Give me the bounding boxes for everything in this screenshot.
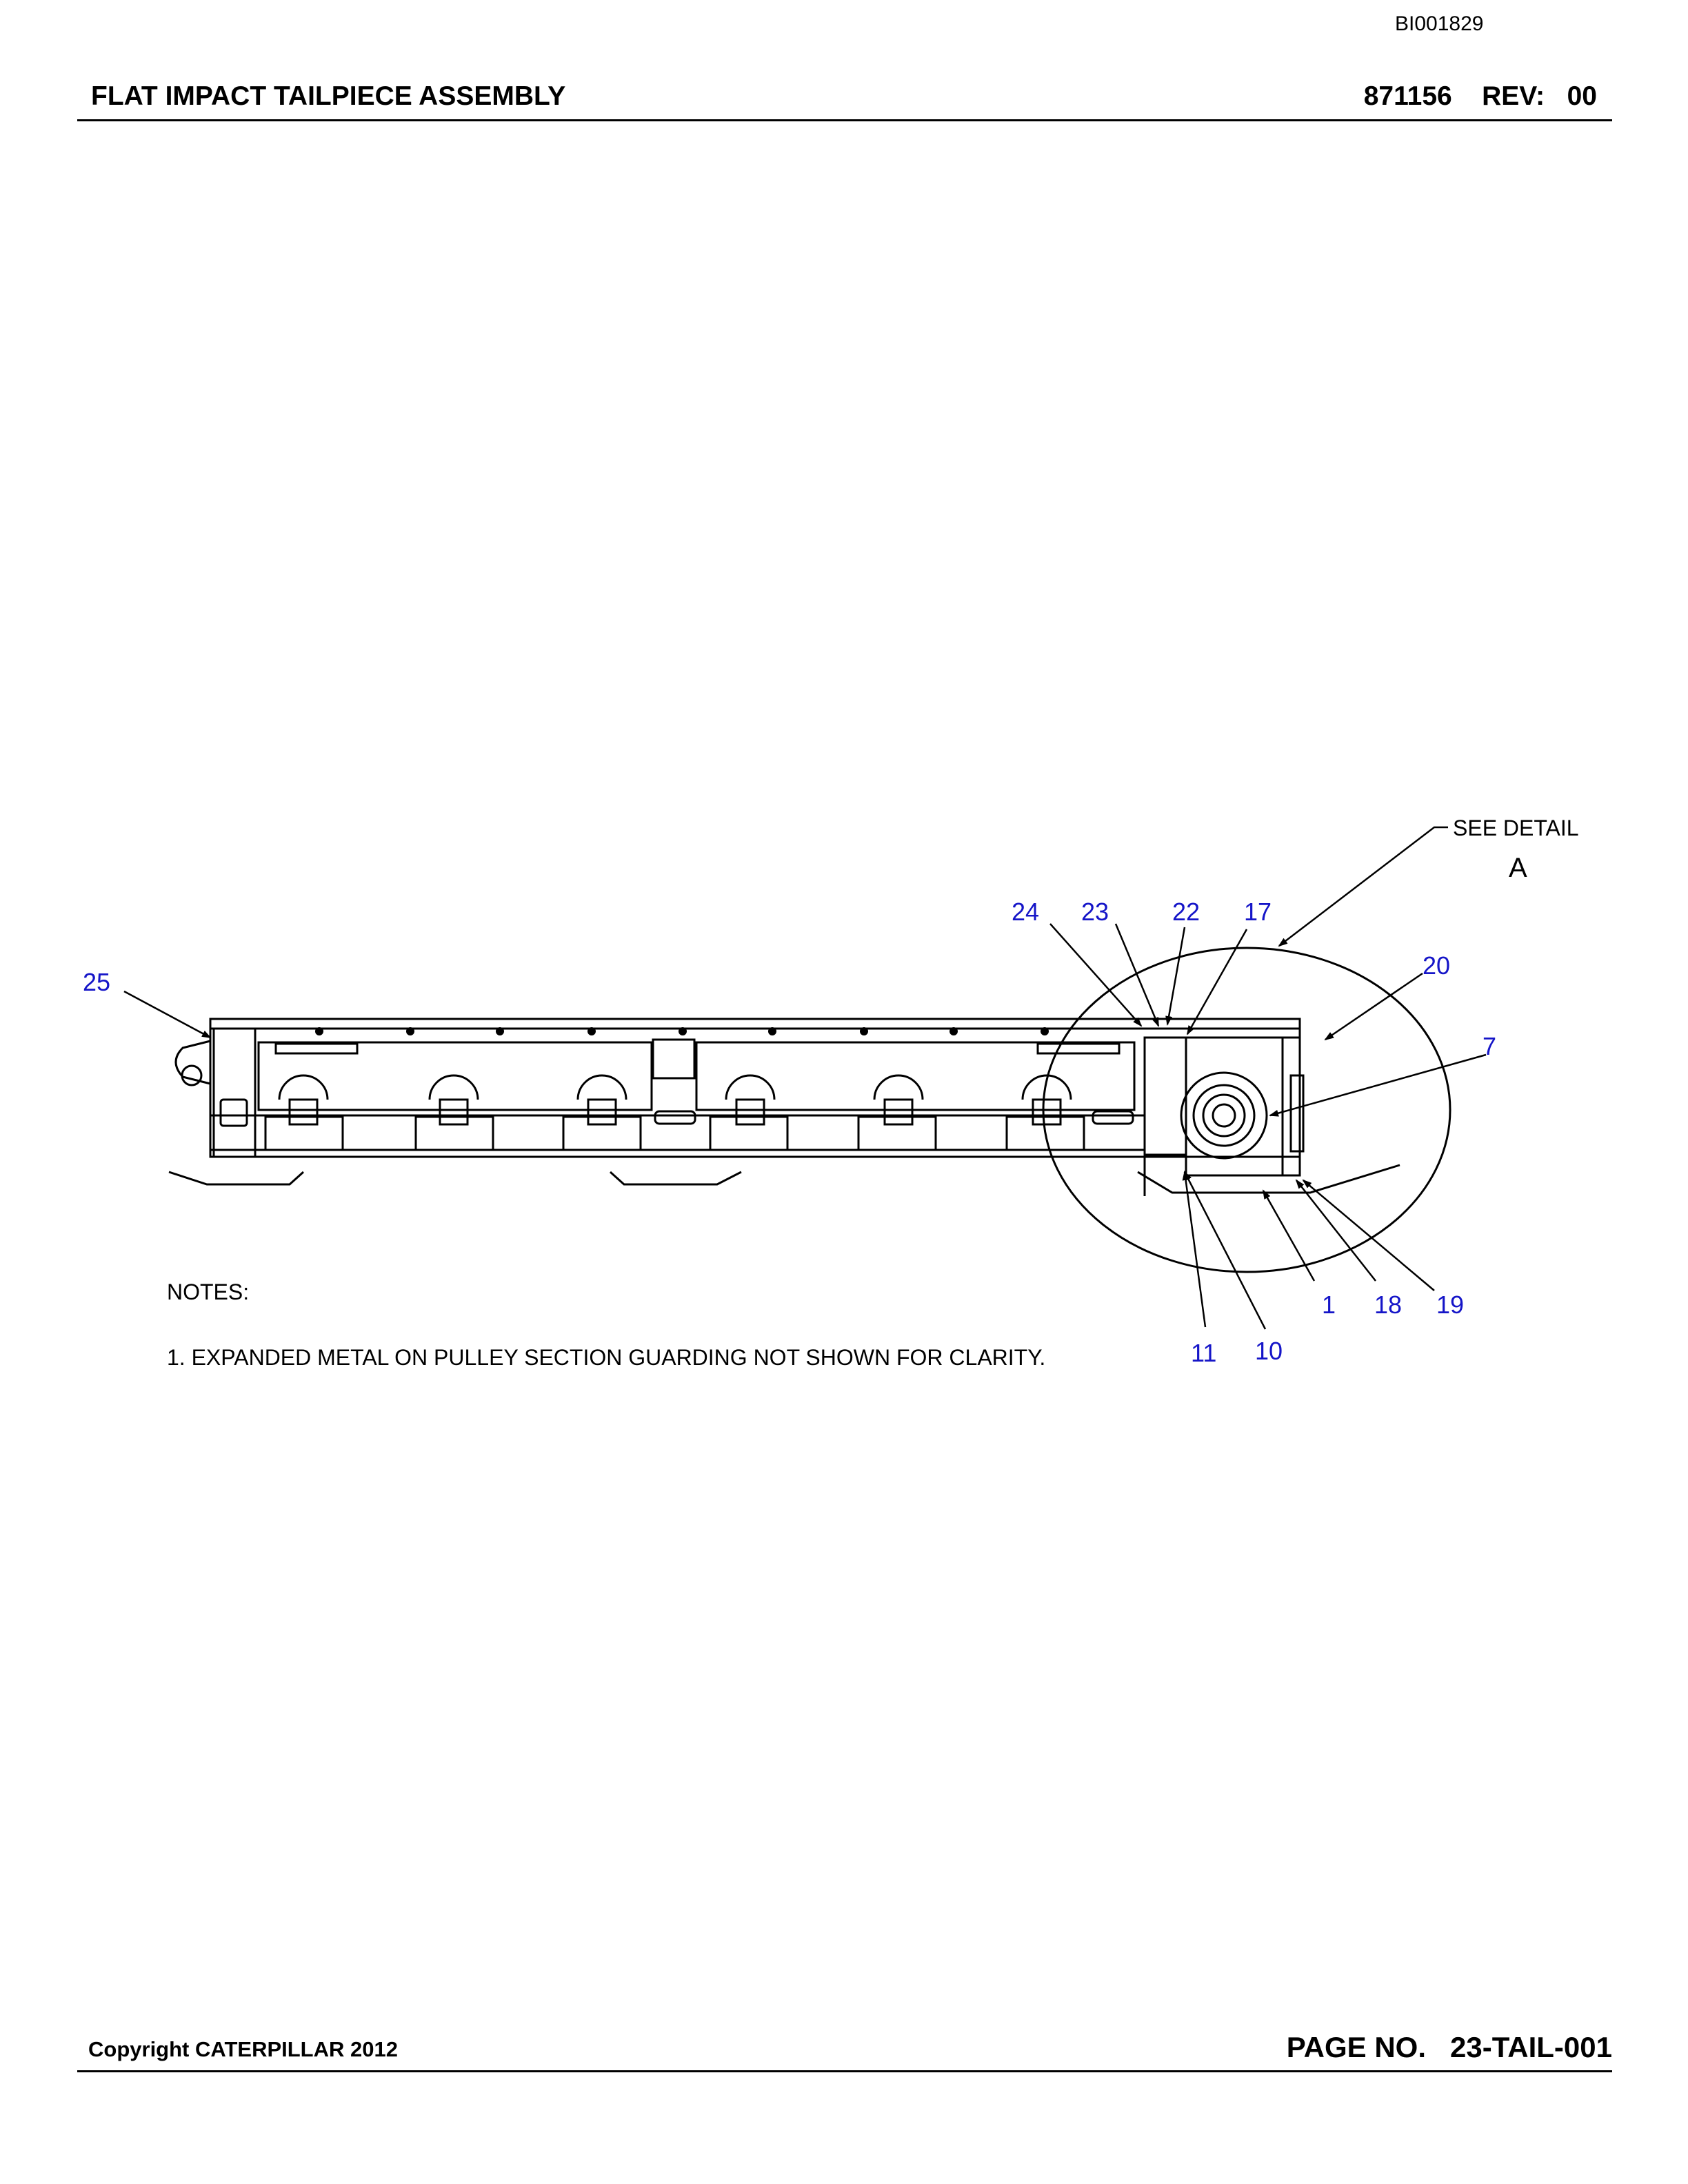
page-number-block: PAGE NO. 23-TAIL-001 (1287, 2031, 1612, 2064)
callout-19: 19 (1436, 1291, 1464, 1319)
callout-10: 10 (1255, 1337, 1283, 1365)
callout-7: 7 (1483, 1032, 1496, 1060)
part-number-block: 871156 REV: 00 (1364, 81, 1597, 112)
callout-22: 22 (1172, 898, 1200, 926)
document-id: BI001829 (1395, 12, 1484, 35)
leader-lines (123, 826, 1487, 1330)
rev-value: 00 (1567, 81, 1597, 111)
note-item: 1. EXPANDED METAL ON PULLEY SECTION GUAR… (167, 1345, 1045, 1370)
copyright: Copyright CATERPILLAR 2012 (88, 2037, 398, 2061)
callout-23: 23 (1081, 898, 1109, 926)
notes-heading: NOTES: (167, 1280, 249, 1304)
callout-24: 24 (1012, 898, 1039, 926)
detail-a-circle (1042, 947, 1451, 1273)
callout-11: 11 (1191, 1339, 1216, 1367)
detail-letter: A (1509, 853, 1527, 883)
header-rule (77, 119, 1612, 121)
callout-25: 25 (83, 968, 110, 996)
callout-17: 17 (1244, 898, 1272, 926)
callout-18: 18 (1374, 1291, 1402, 1319)
page-value: 23-TAIL-001 (1450, 2031, 1612, 2063)
frame-bolts (315, 1027, 1049, 1035)
footer-rule (77, 2070, 1612, 2072)
callout-1: 1 (1322, 1291, 1336, 1319)
part-number: 871156 (1363, 81, 1452, 111)
page-label: PAGE NO. (1286, 2031, 1427, 2063)
page-title: FLAT IMPACT TAILPIECE ASSEMBLY (91, 81, 566, 111)
see-detail-label: SEE DETAIL (1453, 816, 1579, 840)
conveyor-frame (168, 1018, 1400, 1196)
rev-label: REV: (1482, 81, 1545, 111)
callout-20: 20 (1423, 951, 1450, 980)
